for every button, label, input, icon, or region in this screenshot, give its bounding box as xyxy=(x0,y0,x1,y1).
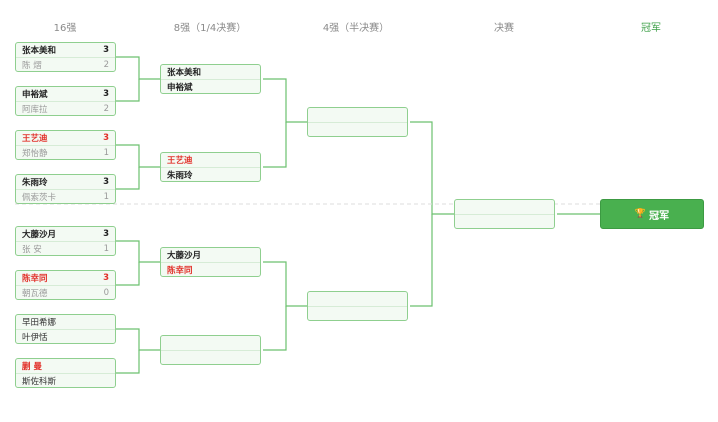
r16-match-5[interactable]: 大藤沙月 3 张 安 1 xyxy=(15,226,116,256)
player-name: 申裕斌 xyxy=(167,83,193,93)
final-match[interactable] xyxy=(454,199,555,229)
player-row: 斯佐科斯 xyxy=(16,374,115,388)
trophy-icon: 🏆 xyxy=(634,209,647,219)
r16-match-2[interactable]: 申裕斌 3 阿库拉 2 xyxy=(15,86,116,116)
player-row: 大藤沙月 xyxy=(161,248,260,263)
player-score: 2 xyxy=(103,60,109,70)
player-row xyxy=(308,108,407,123)
r16-match-6[interactable]: 陈幸同 3 朝瓦德 0 xyxy=(15,270,116,300)
r16-match-1[interactable]: 张本美和 3 陈 熠 2 xyxy=(15,42,116,72)
r16-match-8[interactable]: 蒯 曼 斯佐科斯 xyxy=(15,358,116,388)
champion-box[interactable]: 🏆 冠军 xyxy=(600,199,704,229)
player-row: 申裕斌 3 xyxy=(16,87,115,102)
round-header-champion: 冠军 xyxy=(641,23,661,34)
r16-match-3[interactable]: 王艺迪 3 郑怡静 1 xyxy=(15,130,116,160)
player-name: 陈 熠 xyxy=(22,61,42,71)
player-name: 阿库拉 xyxy=(22,105,48,115)
player-row xyxy=(308,123,407,137)
player-score: 1 xyxy=(103,192,109,202)
player-row xyxy=(455,215,554,229)
player-name: 朱雨玲 xyxy=(167,171,193,181)
player-score: 3 xyxy=(103,89,109,99)
player-score: 1 xyxy=(103,148,109,158)
player-score: 0 xyxy=(103,288,109,298)
player-name: 陈幸同 xyxy=(167,266,193,276)
qf-match-1[interactable]: 张本美和 申裕斌 xyxy=(160,64,261,94)
player-name: 斯佐科斯 xyxy=(22,377,57,387)
player-name: 王艺迪 xyxy=(22,134,48,144)
player-name: 张本美和 xyxy=(167,68,202,78)
player-row xyxy=(308,307,407,321)
player-row: 陈 熠 2 xyxy=(16,58,115,72)
player-row: 王艺迪 3 xyxy=(16,131,115,146)
player-row: 申裕斌 xyxy=(161,80,260,94)
player-row: 叶伊恬 xyxy=(16,330,115,344)
sf-match-2[interactable] xyxy=(307,291,408,321)
sf-match-1[interactable] xyxy=(307,107,408,137)
player-name: 大藤沙月 xyxy=(22,230,57,240)
player-name: 张 安 xyxy=(22,245,42,255)
player-row: 张本美和 xyxy=(161,65,260,80)
player-score: 3 xyxy=(103,177,109,187)
qf-match-2[interactable]: 王艺迪 朱雨玲 xyxy=(160,152,261,182)
player-score: 1 xyxy=(103,244,109,254)
player-row: 王艺迪 xyxy=(161,153,260,168)
player-score: 3 xyxy=(103,273,109,283)
player-row: 朱雨玲 3 xyxy=(16,175,115,190)
player-name: 申裕斌 xyxy=(22,90,48,100)
player-score: 3 xyxy=(103,133,109,143)
player-row xyxy=(308,292,407,307)
player-name: 朱雨玲 xyxy=(22,178,48,188)
round-header-16: 16强 xyxy=(53,23,77,34)
player-name: 陈幸同 xyxy=(22,274,48,284)
player-name: 郑怡静 xyxy=(22,149,48,159)
r16-match-4[interactable]: 朱雨玲 3 佩索茨卡 1 xyxy=(15,174,116,204)
player-row: 陈幸同 xyxy=(161,263,260,277)
player-score: 2 xyxy=(103,104,109,114)
player-row: 张 安 1 xyxy=(16,242,115,256)
player-row xyxy=(455,200,554,215)
player-row: 朝瓦德 0 xyxy=(16,286,115,300)
player-row: 蒯 曼 xyxy=(16,359,115,374)
player-row: 佩索茨卡 1 xyxy=(16,190,115,204)
player-name: 张本美和 xyxy=(22,46,57,56)
player-name: 王艺迪 xyxy=(167,156,193,166)
player-row: 郑怡静 1 xyxy=(16,146,115,160)
player-row: 朱雨玲 xyxy=(161,168,260,182)
qf-match-3[interactable]: 大藤沙月 陈幸同 xyxy=(160,247,261,277)
player-row: 阿库拉 2 xyxy=(16,102,115,116)
player-name: 大藤沙月 xyxy=(167,251,202,261)
player-name: 朝瓦德 xyxy=(22,289,48,299)
player-row: 张本美和 3 xyxy=(16,43,115,58)
round-header-8: 8强（1/4决赛） xyxy=(173,23,247,34)
player-row xyxy=(161,351,260,365)
champion-label: 冠军 xyxy=(649,210,670,222)
player-name: 蒯 曼 xyxy=(22,362,42,372)
player-name: 早田希娜 xyxy=(22,318,57,328)
player-row: 大藤沙月 3 xyxy=(16,227,115,242)
player-score: 3 xyxy=(103,229,109,239)
qf-match-4[interactable] xyxy=(160,335,261,365)
player-score: 3 xyxy=(103,45,109,55)
player-row: 陈幸同 3 xyxy=(16,271,115,286)
player-name: 叶伊恬 xyxy=(22,333,48,343)
player-name: 佩索茨卡 xyxy=(22,193,57,203)
r16-match-7[interactable]: 早田希娜 叶伊恬 xyxy=(15,314,116,344)
player-row: 早田希娜 xyxy=(16,315,115,330)
round-header-final: 决赛 xyxy=(494,23,514,34)
round-header-4: 4强（半决赛） xyxy=(322,23,390,34)
player-row xyxy=(161,336,260,351)
